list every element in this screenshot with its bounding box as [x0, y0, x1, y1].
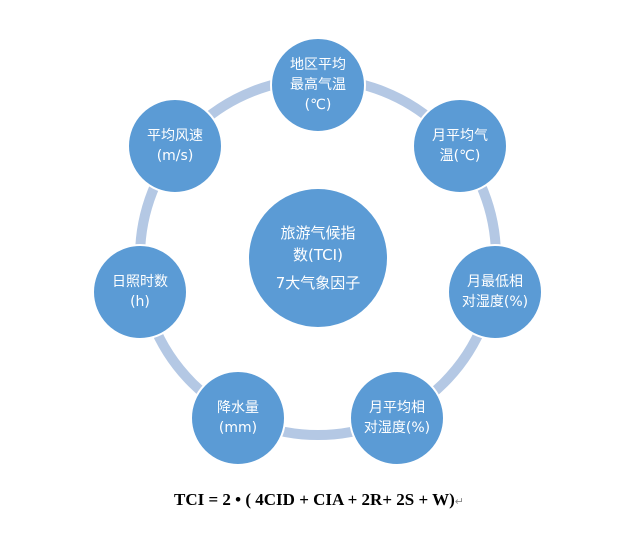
node-sunshine-hours: 日照时数 (h): [92, 244, 188, 340]
node-line: 温(℃): [439, 148, 481, 164]
node-line: 月平均气: [432, 128, 488, 144]
center-line1: 旅游气候指: [280, 224, 356, 242]
node-line: 对湿度(%): [461, 294, 529, 310]
node-line: (mm): [218, 420, 258, 436]
node-line: 降水量: [217, 400, 259, 416]
return-mark-icon: ↵: [454, 496, 464, 508]
node-line: 平均风速: [147, 128, 203, 144]
node-precipitation: 降水量 (mm): [190, 370, 286, 466]
node-line: (h): [130, 294, 150, 310]
node-line: 对湿度(%): [363, 420, 431, 436]
center-line2: 数(TCI): [293, 246, 343, 264]
tci-formula: TCI = 2 • ( 4CID + CIA + 2R+ 2S + W)↵: [0, 490, 638, 510]
node-wind-speed: 平均风速 (m/s): [127, 98, 223, 194]
node-line: 日照时数: [112, 274, 168, 290]
center-node-tci: 旅游气候指 数(TCI) 7大气象因子: [247, 187, 389, 329]
node-min-humidity: 月最低相 对湿度(%): [447, 244, 543, 340]
node-mean-temperature: 月平均气 温(℃): [412, 98, 508, 194]
node-line: (m/s): [156, 148, 194, 164]
node-line: 地区平均: [290, 57, 346, 73]
formula-text: TCI = 2 • ( 4CID + CIA + 2R+ 2S + W): [174, 490, 455, 509]
center-line3: 7大气象因子: [275, 274, 361, 292]
node-line: (℃): [304, 97, 332, 113]
node-max-temperature: 地区平均 最高气温 (℃): [270, 37, 366, 133]
node-line: 月平均相: [369, 400, 425, 416]
node-mean-humidity: 月平均相 对湿度(%): [349, 370, 445, 466]
node-line: 最高气温: [290, 77, 346, 93]
node-line: 月最低相: [467, 274, 523, 290]
